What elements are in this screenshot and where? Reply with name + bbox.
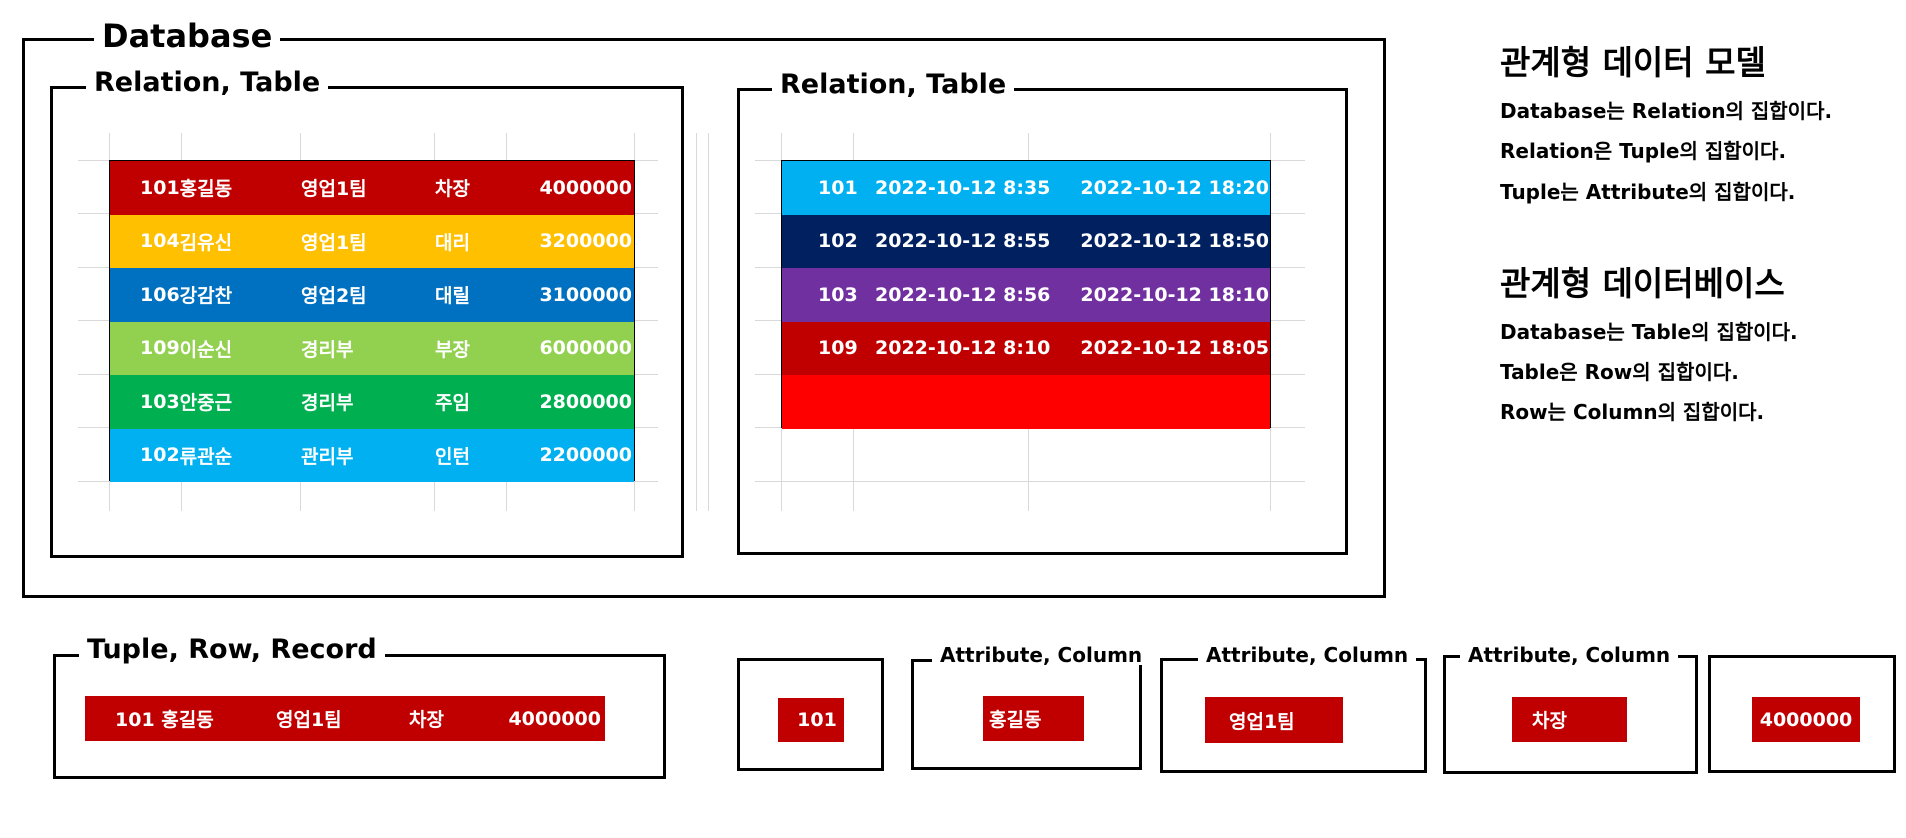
- model-heading: 관계형 데이터 모델: [1500, 43, 1766, 82]
- cell-end: 2022-10-12 18:20: [1080, 176, 1269, 199]
- relation-right-label: Relation, Table: [772, 71, 1015, 98]
- rdb-line-3: Row는 Column의 집합이다.: [1500, 400, 1765, 424]
- attribute-value-salary: 4000000: [1759, 708, 1853, 731]
- cell-dept: 영업1팀: [301, 178, 367, 201]
- tuple-label: Tuple, Row, Record: [79, 636, 385, 663]
- cell-id: 101: [818, 176, 858, 199]
- rdb-heading: 관계형 데이터베이스: [1500, 264, 1785, 303]
- cell-rank: 차장: [435, 178, 470, 201]
- table-row: 102 류관순 관리부 인턴 2200000: [110, 428, 634, 482]
- cell-end: 2022-10-12 18:05: [1080, 337, 1269, 360]
- cell-salary: 6000000: [539, 337, 632, 360]
- model-line-1: Database는 Relation의 집합이다.: [1500, 99, 1833, 123]
- table-row: 104 김유신 영업1팀 대리 3200000: [110, 214, 634, 268]
- attribute-box-id: [737, 658, 884, 771]
- table-row: 109 2022-10-12 8:10 2022-10-12 18:05: [782, 321, 1270, 375]
- rdb-line-2: Table은 Row의 집합이다.: [1500, 360, 1739, 384]
- cell-dept: 관리부: [301, 445, 354, 468]
- table-row: 109 이순신 경리부 부장 6000000: [110, 321, 634, 375]
- cell-id-name: 102 류관순: [140, 444, 233, 468]
- table-row: 101 2022-10-12 8:35 2022-10-12 18:20: [782, 161, 1270, 215]
- attribute-label-dept: Attribute, Column: [1198, 645, 1417, 665]
- cell-rank: 인턴: [435, 445, 470, 468]
- cell-id-name: 101 홍길동: [140, 176, 233, 201]
- cell-start: 2022-10-12 8:55: [875, 230, 1051, 253]
- relation-left-label: Relation, Table: [86, 69, 329, 96]
- cell-dept: 영업1팀: [301, 231, 367, 254]
- cell-salary: 3200000: [539, 230, 632, 253]
- database-label: Database: [94, 20, 281, 52]
- attribute-chip-dept: 영업1팀: [1205, 697, 1343, 743]
- tuple-dept: 영업1팀: [276, 709, 342, 731]
- attribute-label-rank: Attribute, Column: [1460, 645, 1679, 665]
- cell-dept: 경리부: [301, 338, 354, 361]
- attribute-value-name: 홍길동: [989, 709, 1042, 731]
- tuple-id-name: 101 홍길동: [115, 709, 214, 731]
- attribute-label-name: Attribute, Column: [932, 645, 1151, 665]
- model-line-3: Tuple는 Attribute의 집합이다.: [1500, 180, 1796, 204]
- cell-rank: 대릴: [435, 285, 470, 308]
- tuple-bar: 101 홍길동 영업1팀 차장 4000000: [85, 696, 605, 741]
- attribute-value-dept: 영업1팀: [1229, 710, 1295, 733]
- table-row: 101 홍길동 영업1팀 차장 4000000: [110, 161, 634, 215]
- rdb-line-1: Database는 Table의 집합이다.: [1500, 320, 1798, 344]
- attribute-chip-name: 홍길동: [983, 696, 1084, 741]
- cell-rank: 대리: [435, 231, 470, 254]
- cell-dept: 영업2팀: [301, 285, 367, 308]
- cell-id-name: 104 김유신: [140, 230, 233, 254]
- cell-end: 2022-10-12 18:10: [1080, 283, 1269, 306]
- table-row: 106 강감찬 영업2팀 대릴 3100000: [110, 268, 634, 322]
- cell-id: 103: [818, 283, 858, 306]
- cell-dept: 경리부: [301, 392, 354, 415]
- cell-end: 2022-10-12 18:50: [1080, 230, 1269, 253]
- cell-id: 109: [818, 337, 858, 360]
- relation-right-box: [737, 88, 1348, 555]
- cell-id: 102: [818, 230, 858, 253]
- cell-salary: 4000000: [539, 176, 632, 199]
- cell-id-name: 106 강감찬: [140, 283, 233, 308]
- cell-salary: 2800000: [539, 390, 632, 413]
- cell-rank: 부장: [435, 338, 470, 361]
- attribute-chip-id: 101: [778, 698, 844, 742]
- attribute-value-rank: 차장: [1532, 710, 1567, 732]
- cell-start: 2022-10-12 8:10: [875, 337, 1051, 360]
- attribute-chip-salary: 4000000: [1752, 697, 1860, 742]
- cell-salary: 3100000: [539, 283, 632, 306]
- cell-start: 2022-10-12 8:56: [875, 283, 1051, 306]
- tuple-salary: 4000000: [508, 707, 601, 730]
- attribute-box-salary: [1708, 655, 1896, 773]
- database-box: [22, 38, 1386, 598]
- cell-id-name: 109 이순신: [140, 337, 233, 361]
- attribute-value-id: 101: [797, 709, 837, 731]
- relation-left-box: [50, 86, 684, 558]
- table-row: 103 2022-10-12 8:56 2022-10-12 18:10: [782, 268, 1270, 322]
- attribute-chip-rank: 차장: [1512, 697, 1627, 742]
- table-row: [782, 375, 1270, 429]
- table-row: 102 2022-10-12 8:55 2022-10-12 18:50: [782, 214, 1270, 268]
- cell-start: 2022-10-12 8:35: [875, 176, 1051, 199]
- cell-rank: 주임: [435, 392, 470, 415]
- model-line-2: Relation은 Tuple의 집합이다.: [1500, 139, 1787, 163]
- table-row: 103 안중근 경리부 주임 2800000: [110, 375, 634, 429]
- cell-id-name: 103 안중근: [140, 390, 233, 415]
- attendance-table: 101 2022-10-12 8:35 2022-10-12 18:20 102 202…: [781, 160, 1271, 429]
- tuple-rank: 차장: [409, 709, 444, 731]
- cell-salary: 2200000: [539, 444, 632, 467]
